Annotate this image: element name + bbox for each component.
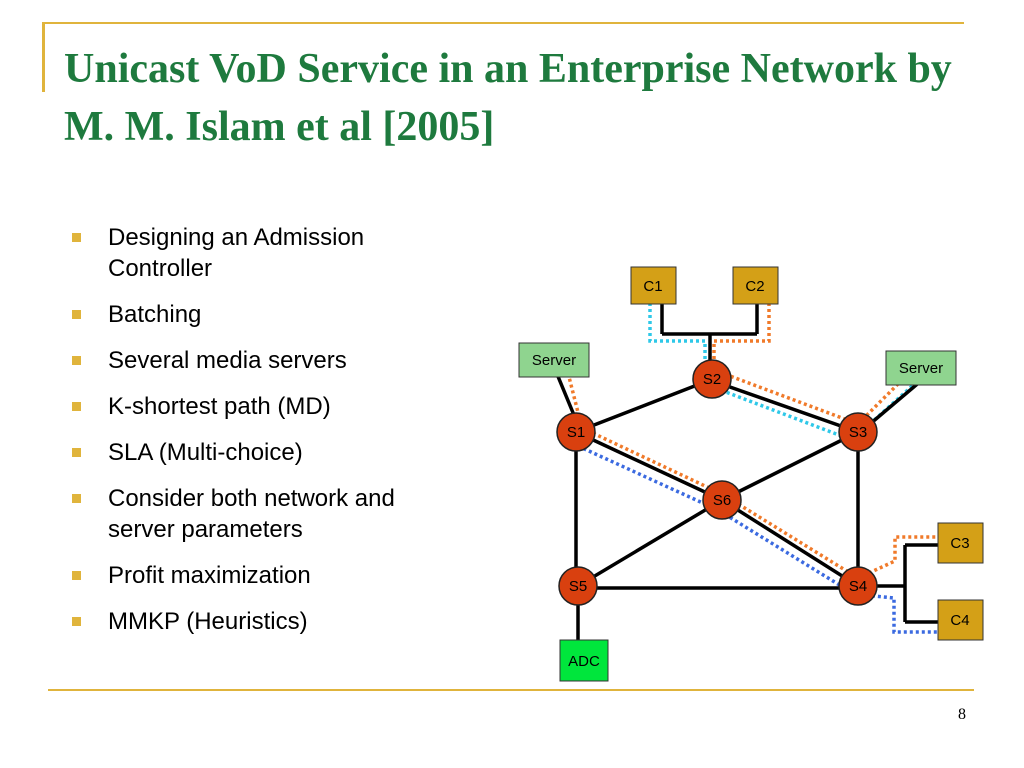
bullet-item: Consider both network and server paramet… <box>70 483 440 545</box>
path-cyan-c1-s2 <box>648 303 707 378</box>
link-s6-s4 <box>721 498 859 588</box>
bullet-text: K-shortest path (MD) <box>108 393 331 420</box>
bullet-square-icon <box>72 448 81 457</box>
bullet-square-icon <box>72 310 81 319</box>
switch-s6: S6 <box>702 480 742 520</box>
switch-s4: S4 <box>838 566 878 606</box>
server-label: Server <box>899 360 943 377</box>
adc-label: ADC <box>568 653 600 670</box>
switch-label: S2 <box>703 371 721 388</box>
switch-s3: S3 <box>838 412 878 452</box>
client-c2: C2 <box>732 266 779 305</box>
client-c1: C1 <box>630 266 677 305</box>
bullet-square-icon <box>72 494 81 503</box>
switch-label: S1 <box>567 424 585 441</box>
bullet-square-icon <box>72 356 81 365</box>
bullet-text: Consider both network and server paramet… <box>108 485 395 543</box>
switch-label: S3 <box>849 424 867 441</box>
bullet-text: Profit maximization <box>108 562 311 589</box>
bullet-item: Profit maximization <box>70 560 440 591</box>
link-server-s3 <box>868 378 924 426</box>
path-orange-c2-s2 <box>712 303 771 378</box>
server-left: Server <box>518 342 590 378</box>
bullet-square-icon <box>72 233 81 242</box>
bullet-item: MMKP (Heuristics) <box>70 606 440 637</box>
accent-vertical-line <box>42 22 45 92</box>
path-orange-s4-c3 <box>857 535 938 580</box>
path-orange-s2-s3 <box>713 368 859 426</box>
link-s1-s2 <box>575 378 711 434</box>
server-label: Server <box>532 352 576 369</box>
footer-line <box>48 689 974 691</box>
admission-controller: ADC <box>559 639 609 682</box>
switch-s2: S2 <box>692 359 732 399</box>
client-label: C4 <box>950 612 969 629</box>
client-label: C3 <box>950 535 969 552</box>
bullet-square-icon <box>72 402 81 411</box>
client-c3: C3 <box>937 522 984 564</box>
bullet-list: Designing an Admission Controller Batchi… <box>70 222 440 652</box>
bullet-square-icon <box>72 571 81 580</box>
client-label: C1 <box>643 278 662 295</box>
server-right: Server <box>885 350 957 386</box>
client-c4: C4 <box>937 599 984 641</box>
bullet-item: Several media servers <box>70 345 440 376</box>
link-s6-s5 <box>577 498 723 588</box>
bullet-text: Several media servers <box>108 347 347 374</box>
bullet-item: Batching <box>70 299 440 330</box>
page-number: 8 <box>958 706 966 723</box>
link-server-s1 <box>555 373 578 421</box>
bullet-text: Batching <box>108 301 202 328</box>
accent-top-line <box>42 22 964 24</box>
switch-s5: S5 <box>558 566 598 606</box>
path-overlays <box>566 303 938 634</box>
links <box>555 303 938 650</box>
link-s2-s3 <box>709 378 859 434</box>
path-blue-s1-s6-s4 <box>577 444 855 596</box>
bullet-text: SLA (Multi-choice) <box>108 439 303 466</box>
switch-s1: S1 <box>556 412 596 452</box>
bullet-text: MMKP (Heuristics) <box>108 608 308 635</box>
path-cyan-s2-s3 <box>709 384 853 442</box>
bullet-text: Designing an Admission Controller <box>108 224 365 282</box>
switch-label: S5 <box>569 578 587 595</box>
switch-label: S6 <box>713 492 731 509</box>
link-s1-s6 <box>575 430 723 502</box>
bullet-item: K-shortest path (MD) <box>70 391 440 422</box>
slide-title: Unicast VoD Service in an Enterprise Net… <box>64 46 952 150</box>
client-label: C2 <box>745 278 764 295</box>
bullet-square-icon <box>72 617 81 626</box>
bullet-item: Designing an Admission Controller <box>70 222 440 284</box>
switch-label: S4 <box>849 578 867 595</box>
bullet-item: SLA (Multi-choice) <box>70 437 440 468</box>
link-s3-s6 <box>721 430 859 502</box>
